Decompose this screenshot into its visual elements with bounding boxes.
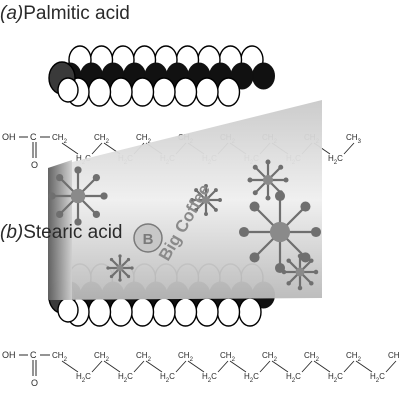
snowflake-motif <box>48 166 108 226</box>
bond-up <box>385 360 397 373</box>
carbon-atom <box>252 62 275 90</box>
bond-down <box>61 360 79 373</box>
bond-down <box>187 360 205 373</box>
panel-a-name: Palmitic acid <box>23 3 130 24</box>
hydroxyl-label: OH <box>2 132 16 142</box>
bond-down <box>145 360 163 373</box>
carbonyl-oxygen-label: O <box>31 160 38 170</box>
bond-down <box>61 142 79 155</box>
bond-up <box>91 360 103 373</box>
bond-up <box>343 360 355 373</box>
bond-up <box>259 360 271 373</box>
ch2-upper-label: CH2 <box>178 351 194 363</box>
snowflake-motif <box>106 254 134 282</box>
bond-down <box>229 360 247 373</box>
snowflake-motif <box>190 184 222 216</box>
bond-up <box>343 142 355 155</box>
snowflake-motif <box>281 253 319 291</box>
h2c-lower-label: H2C <box>76 372 91 384</box>
terminal-methyl-label: CH3 <box>346 133 362 145</box>
carboxyl-carbon-label: C <box>30 350 37 360</box>
h2c-lower-label: H2C <box>118 372 133 384</box>
h2c-lower-label: H2C <box>370 372 385 384</box>
ch2-upper-label: CH2 <box>304 351 320 363</box>
band-pattern <box>48 159 322 291</box>
panel-b-name: Stearic acid <box>23 222 123 243</box>
h2c-lower-label: H2C <box>202 372 217 384</box>
ch2-upper-label: CH2 <box>94 351 110 363</box>
bond-down <box>355 360 373 373</box>
bond-up <box>217 360 229 373</box>
bond-up <box>133 360 145 373</box>
bond-down <box>271 360 289 373</box>
ch2-upper-label: CH2 <box>136 133 152 145</box>
brand-badge: B <box>133 223 163 253</box>
h2c-lower-label: H2C <box>328 372 343 384</box>
hydroxyl-label: OH <box>2 350 16 360</box>
ch2-upper-label: CH2 <box>52 133 68 145</box>
hydroxyl-hydrogen-atom <box>57 77 79 103</box>
h2c-lower-label: H2C <box>286 372 301 384</box>
snowflake-motif <box>238 190 322 274</box>
ch2-upper-label: CH2 <box>136 351 152 363</box>
panel-a-title: (a)Palmitic acid <box>0 3 130 25</box>
ch2-upper-label: CH2 <box>262 351 278 363</box>
ch2-upper-label: CH2 <box>346 351 362 363</box>
bond-up <box>301 360 313 373</box>
ch2-upper-label: CH2 <box>220 351 236 363</box>
band-surface <box>48 100 322 300</box>
panel-a-letter: (a) <box>0 3 24 24</box>
panel-b-letter: (b) <box>0 222 24 243</box>
bond-up <box>175 360 187 373</box>
panel-b-title: (b)Stearic acid <box>0 222 123 244</box>
brand-badge-text: B <box>143 231 154 248</box>
ch2-upper-label: CH2 <box>52 351 68 363</box>
ch2-upper-label: CH2 <box>94 133 110 145</box>
h2c-lower-label: H2C <box>328 154 343 166</box>
carbonyl-oxygen-label: O <box>31 378 38 388</box>
h2c-lower-label: H2C <box>160 372 175 384</box>
bond-up <box>91 142 103 155</box>
carboxyl-carbon-label: C <box>30 132 37 142</box>
h2c-lower-label: H2C <box>244 372 259 384</box>
bond-down <box>103 360 121 373</box>
bond-down <box>313 360 331 373</box>
